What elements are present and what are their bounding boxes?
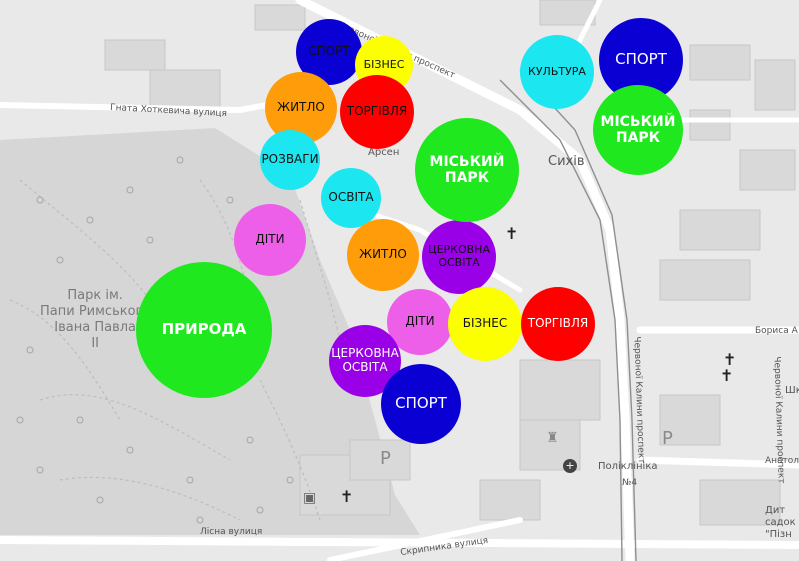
bubble-label-line: ОСВІТА xyxy=(328,190,374,205)
bubble-label: ДІТИ xyxy=(405,314,435,329)
bubble-label: ОСВІТА xyxy=(328,190,374,205)
bubble-label: ЖИТЛО xyxy=(359,247,407,262)
bubble-label: БІЗНЕС xyxy=(462,316,508,331)
church-icon: ✝ xyxy=(723,350,737,369)
bubble-label: КУЛЬТУРА xyxy=(528,64,586,79)
bubble-label-line: БІЗНЕС xyxy=(363,57,405,71)
bubble-label-line: БІЗНЕС xyxy=(462,316,508,331)
bubble-label: БІЗНЕС xyxy=(363,57,405,72)
place-label-poliklinika: Поліклініка xyxy=(598,461,658,472)
bubble-label: РОЗВАГИ xyxy=(261,152,319,167)
bubble-label-line: ТОРГІВЛЯ xyxy=(346,104,408,119)
park-name-line: II xyxy=(91,336,99,351)
church-icon: ✝ xyxy=(340,487,354,506)
bubble-label-line: ОСВІТА xyxy=(342,360,388,374)
bubble-label: СПОРТ xyxy=(615,50,667,69)
bubble-nature[interactable]: ПРИРОДА xyxy=(136,262,272,398)
bubble-children-mid[interactable]: ДІТИ xyxy=(387,289,453,355)
stop-number-label: №4 xyxy=(622,478,638,488)
place-label-arsen: Арсен xyxy=(368,147,400,158)
bubble-label-line: ПАРК xyxy=(615,130,661,146)
parking-label: P xyxy=(662,428,673,449)
bubble-housing-mid[interactable]: ЖИТЛО xyxy=(347,219,419,291)
park-name-line: Івана Павла xyxy=(54,320,137,335)
bubble-label: СПОРТ xyxy=(308,44,350,59)
kindergarten-line: "Пізн xyxy=(765,529,792,540)
bubble-label-line: ЖИТЛО xyxy=(277,100,325,115)
bubble-trade-mid[interactable]: ТОРГІВЛЯ xyxy=(521,287,595,361)
bubble-label-line: ЦЕРКОВНА xyxy=(331,346,399,361)
bubble-label-line: ДІТИ xyxy=(405,314,435,329)
lighthouse-icon: ♜ xyxy=(546,430,559,446)
bubble-label-line: МІСЬКИЙ xyxy=(429,153,505,170)
bubble-trade-top[interactable]: ТОРГІВЛЯ xyxy=(340,75,414,149)
hospital-icon: + xyxy=(563,459,577,473)
place-label-sykhiv: Сихів xyxy=(548,154,585,169)
bubble-label-line: СПОРТ xyxy=(308,44,350,59)
bubble-entertainment[interactable]: РОЗВАГИ xyxy=(260,130,320,190)
bubble-label-line: СПОРТ xyxy=(395,394,447,413)
place-label-kindergarten: Дит садок "Пізн xyxy=(765,505,796,541)
bubble-label: ЖИТЛО xyxy=(277,100,325,115)
bubble-sport-bottom[interactable]: СПОРТ xyxy=(381,364,461,444)
street-label-anatol: Анатол xyxy=(765,456,799,466)
church-icon: ✝ xyxy=(505,224,519,243)
bubble-label: ПРИРОДА xyxy=(161,320,247,339)
church-icon: ✝ xyxy=(720,366,734,385)
bubble-label-line: КУЛЬТУРА xyxy=(528,64,586,78)
bubble-label-line: ОСВІТА xyxy=(438,256,480,269)
bubble-education[interactable]: ОСВІТА xyxy=(321,168,381,228)
street-label-borysa: Бориса А xyxy=(755,326,798,336)
bubble-label: ДІТИ xyxy=(255,232,285,247)
kindergarten-line: Дит xyxy=(765,505,786,516)
bubble-label: СПОРТ xyxy=(395,394,447,413)
bubble-business-mid[interactable]: БІЗНЕС xyxy=(448,287,522,361)
park-name-line: Парк ім. xyxy=(67,288,123,303)
kindergarten-line: садок xyxy=(765,517,796,528)
bubble-label: ТОРГІВЛЯ xyxy=(346,104,408,119)
park-name-line: Папи Римського xyxy=(40,304,151,319)
bubble-label-line: РОЗВАГИ xyxy=(261,152,319,167)
bubble-label-line: ЖИТЛО xyxy=(359,247,407,262)
bubble-culture[interactable]: КУЛЬТУРА xyxy=(520,35,594,109)
bubble-label-line: МІСЬКИЙ xyxy=(600,113,676,130)
library-icon: ▣ xyxy=(303,490,317,506)
parking-label: P xyxy=(380,448,391,469)
bubble-label: ТОРГІВЛЯ xyxy=(527,316,589,331)
bubble-label-line: СПОРТ xyxy=(615,50,667,69)
place-label-school: Шк xyxy=(785,385,799,396)
street-label-lisna: Лісна вулиця xyxy=(200,527,263,537)
bubble-label-line: ДІТИ xyxy=(255,232,285,247)
bubble-label-line: ПАРК xyxy=(444,170,490,186)
park-name-label: Парк ім. Папи Римського Івана Павла II xyxy=(40,288,150,352)
bubble-children-left[interactable]: ДІТИ xyxy=(234,204,306,276)
bubble-label-line: ТОРГІВЛЯ xyxy=(527,316,589,331)
bubble-label-line: ЦЕРКОВНА xyxy=(428,243,490,257)
bubble-label-line: ПРИРОДА xyxy=(161,320,247,339)
